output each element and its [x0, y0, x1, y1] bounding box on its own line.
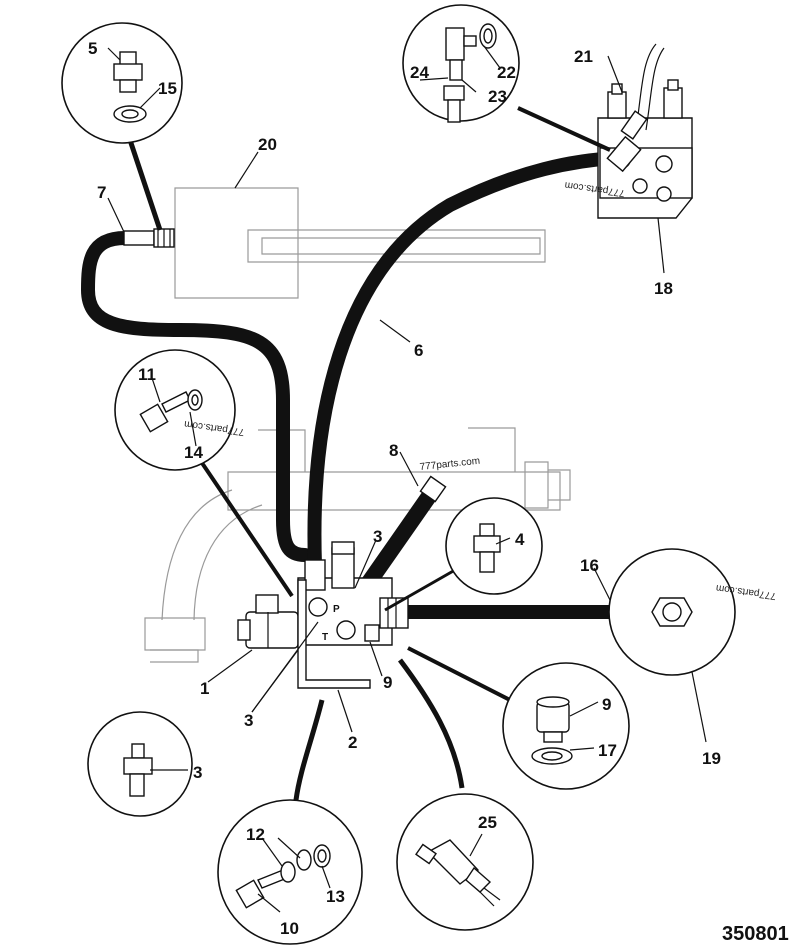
bracket-2: [297, 579, 371, 689]
callout-14: 14: [184, 443, 203, 462]
callout-2: 2: [348, 733, 357, 752]
callout-22: 22: [497, 63, 516, 82]
callout-15: 15: [158, 79, 177, 98]
hose-7: [80, 231, 312, 562]
port-t-marking: T: [322, 632, 328, 643]
callout-20: 20: [258, 135, 277, 154]
detail-circle-19: [608, 548, 736, 676]
callout-25: 25: [478, 813, 497, 832]
detail-circle-3: [87, 711, 193, 817]
hose-7-fitting: [123, 228, 175, 248]
callout-labels: 1 2 3 3 3 4 5 6 7 8 9 9 10 11 12 13 14 1…: [88, 39, 721, 938]
callout-9: 9: [383, 673, 392, 692]
callout-leaders: [107, 45, 707, 913]
callout-23: 23: [488, 87, 507, 106]
callout-5: 5: [88, 39, 97, 58]
callout-17: 17: [598, 741, 617, 760]
callout-3-c: 3: [193, 763, 202, 782]
callout-12: 12: [246, 825, 265, 844]
callout-19: 19: [702, 749, 721, 768]
solenoid-1: [237, 594, 299, 649]
callout-3: 3: [373, 527, 382, 546]
callout-8: 8: [389, 441, 398, 460]
callout-11: 11: [138, 365, 156, 384]
callout-1: 1: [200, 679, 209, 698]
detail-circle-22-24: [402, 4, 520, 123]
detail-circle-4: [445, 497, 543, 595]
hose-6: [307, 151, 625, 572]
ghost-main-frame: [144, 427, 571, 663]
detail-circle-5-15: [61, 22, 183, 144]
valve-block: P T: [297, 541, 409, 646]
callout-9-b: 9: [602, 695, 611, 714]
callout-6: 6: [414, 341, 423, 360]
watermark-center: 777parts.com: [419, 456, 480, 473]
detail-circle-25: [396, 793, 534, 931]
callout-18: 18: [654, 279, 673, 298]
callout-3-b: 3: [244, 711, 253, 730]
callout-13: 13: [326, 887, 345, 906]
callout-24: 24: [410, 63, 429, 82]
callout-4: 4: [515, 530, 525, 549]
detail-circle-11-14: [114, 349, 236, 471]
callout-21: 21: [574, 47, 593, 66]
detail-leaders: [127, 106, 611, 801]
callout-16: 16: [580, 556, 599, 575]
port-p-marking: P: [333, 604, 340, 615]
valve-18: [597, 43, 693, 219]
drawing-number: 350801: [722, 923, 789, 945]
ghost-tank-bracket: [174, 187, 546, 299]
callout-7: 7: [97, 183, 106, 202]
detail-circle-9-17: [502, 662, 630, 790]
callout-10: 10: [280, 919, 299, 938]
